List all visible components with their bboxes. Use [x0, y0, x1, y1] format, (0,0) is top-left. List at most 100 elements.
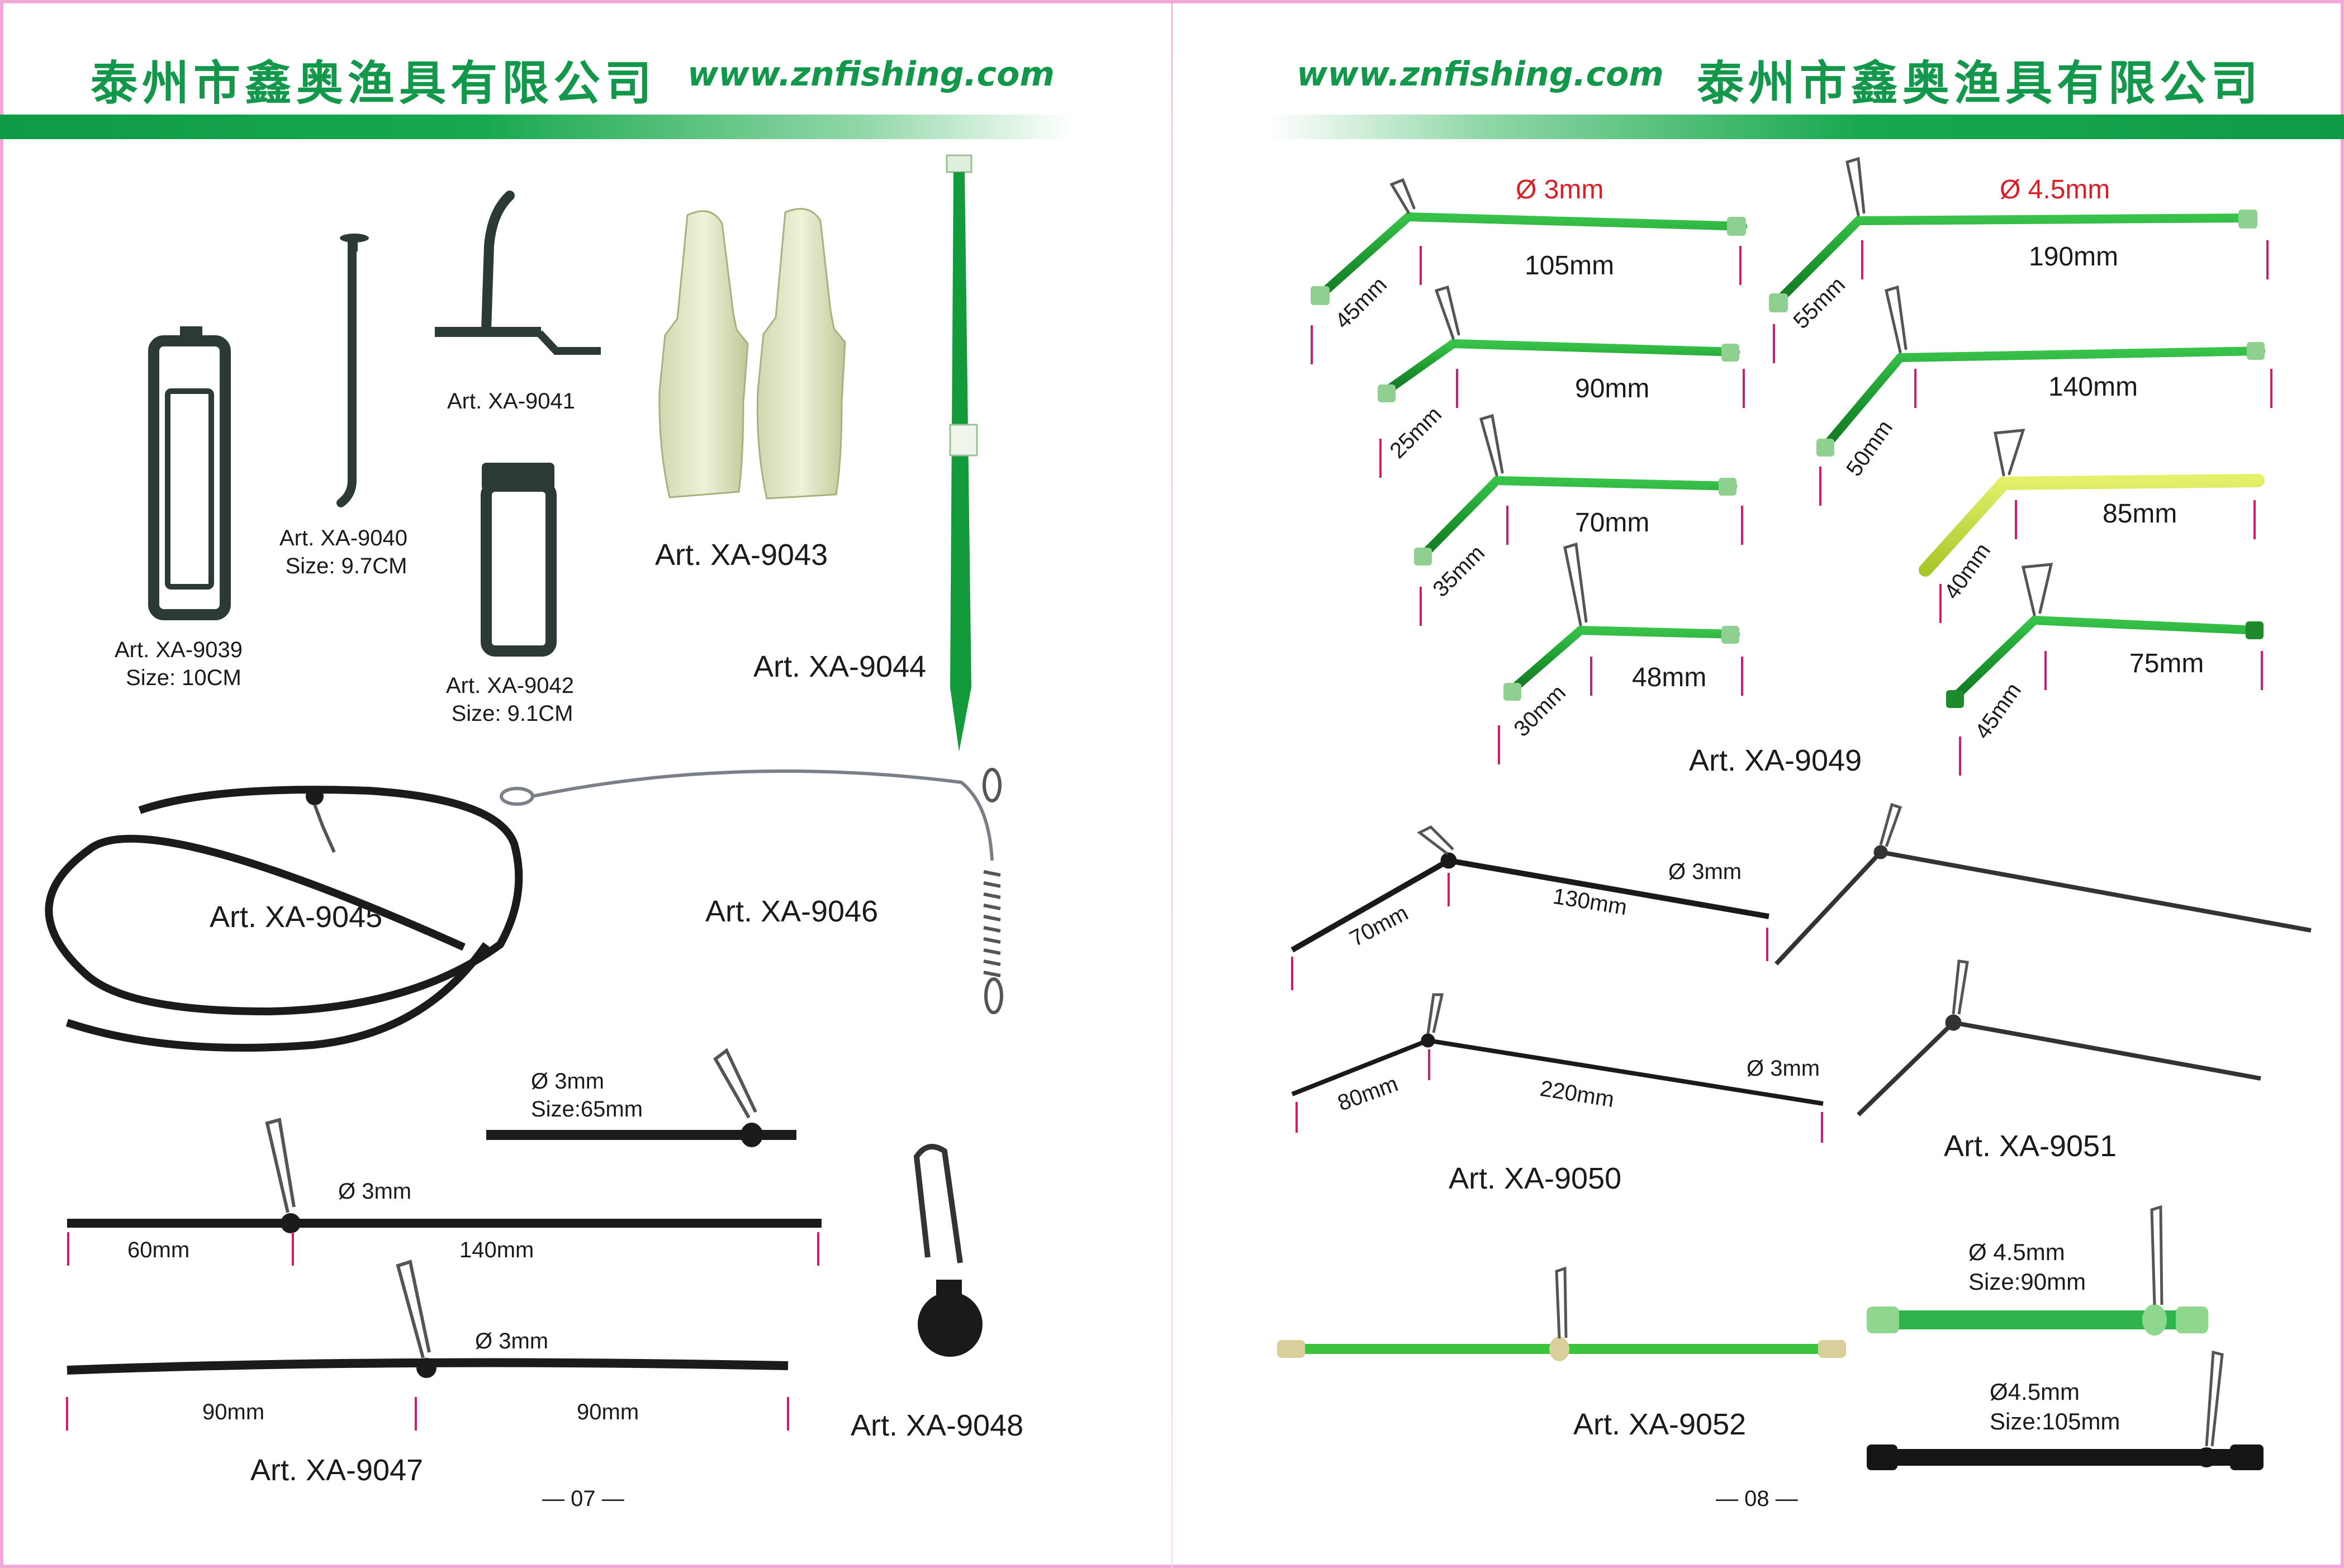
xa9044-art: Art. XA-9044 — [753, 650, 927, 683]
xa9049-right-length-4: 75mm — [2129, 649, 2204, 678]
xa9049-left-diameter: Ø 3mm — [1516, 175, 1604, 205]
xa9044-image — [946, 154, 978, 752]
page-number-right: — 08 — — [1716, 1486, 1798, 1511]
dimension-tick — [67, 1232, 69, 1266]
xa9049-right-length-3: 85mm — [2103, 499, 2177, 529]
xa9040-label: Art. XA-9040 Size: 9.7CM — [279, 524, 407, 580]
dimension-tick — [1766, 928, 1768, 961]
xa9042-art: Art. XA-9042 — [446, 673, 575, 698]
xa9047-small-diameter: Ø 3mm — [531, 1069, 605, 1094]
dimension-tick — [1420, 246, 1422, 285]
dimension-tick — [1741, 657, 1743, 696]
xa9052-black-label: Ø4.5mm Size:105mm — [1990, 1377, 2120, 1436]
dimension-tick — [1448, 873, 1450, 906]
xa9049-art: Art. XA-9049 — [1689, 744, 1862, 777]
xa9039-label: Art. XA-9039 Size: 10CM — [115, 636, 243, 692]
xa9052-green-label: Ø 4.5mm Size:90mm — [1968, 1238, 2086, 1296]
xa9041-art: Art. XA-9041 — [447, 389, 576, 414]
xa9051-art: Art. XA-9051 — [1944, 1129, 2117, 1163]
dimension-tick — [1428, 1049, 1430, 1080]
xa9052-black-diameter: Ø4.5mm — [1990, 1379, 2080, 1405]
xa9047-row2-left: 90mm — [202, 1400, 265, 1424]
xa9049-left-length-2: 90mm — [1575, 374, 1650, 403]
dimension-tick — [1743, 369, 1745, 408]
website-right[interactable]: www.znfishing.com — [1297, 55, 1664, 94]
xa9047-row1-left: 60mm — [127, 1238, 190, 1262]
xa9041-image — [435, 191, 601, 355]
dimension-tick — [1379, 439, 1382, 478]
xa9042-image — [481, 463, 557, 657]
xa9049-left-length-3: 70mm — [1575, 508, 1650, 538]
xa9045-image — [45, 786, 523, 1052]
xa9048-art: Art. XA-9048 — [851, 1409, 1024, 1442]
xa9050-item2-diameter: Ø 3mm — [1747, 1056, 1820, 1081]
dimension-tick — [1861, 240, 1863, 279]
page-border-left — [0, 0, 3, 1568]
dimension-tick — [1959, 737, 1961, 776]
dimension-tick — [66, 1397, 68, 1431]
xa9047-row2-right: 90mm — [577, 1400, 639, 1424]
xa9039-image — [148, 326, 231, 620]
dimension-tick — [2015, 500, 2017, 539]
dimension-tick — [1821, 1112, 1823, 1143]
dimension-tick — [787, 1397, 789, 1431]
dimension-tick — [1590, 657, 1592, 696]
xa9049-right-length-1: 190mm — [2029, 242, 2119, 272]
xa9047-image — [67, 1048, 822, 1378]
header-bar-left — [0, 115, 1073, 139]
xa9040-image — [336, 234, 369, 507]
xa9048-image — [913, 1144, 983, 1357]
xa9052-image — [1277, 1205, 2264, 1470]
dimension-tick — [817, 1232, 819, 1266]
dimension-tick — [2044, 651, 2047, 690]
dimension-tick — [1741, 506, 1743, 545]
xa9042-size: Size: 9.1CM — [451, 701, 573, 726]
xa9052-green-diameter: Ø 4.5mm — [1968, 1239, 2065, 1265]
xa9050-art: Art. XA-9050 — [1449, 1162, 1622, 1195]
dimension-tick — [1291, 957, 1293, 990]
dimension-tick — [1819, 467, 1821, 506]
xa9047-row1-diameter: Ø 3mm — [338, 1179, 412, 1204]
dimension-tick — [2270, 369, 2272, 408]
xa9052-black-size: Size:105mm — [1990, 1408, 2120, 1434]
xa9052-art: Art. XA-9052 — [1573, 1408, 1747, 1441]
page-border-right — [2341, 0, 2344, 1568]
xa9047-row2-diameter: Ø 3mm — [475, 1329, 549, 1353]
dimension-tick — [1498, 725, 1500, 764]
xa9046-art: Art. XA-9046 — [705, 895, 879, 928]
company-name-right: 泰州市鑫奥渔具有限公司 — [1697, 56, 2263, 111]
dimension-tick — [2266, 240, 2269, 279]
xa9049-left-length-1: 105mm — [1525, 251, 1615, 281]
dimension-tick — [292, 1232, 294, 1266]
company-name-left: 泰州市鑫奥渔具有限公司 — [91, 56, 657, 111]
dimension-tick — [2261, 651, 2263, 690]
dimension-tick — [1311, 325, 1313, 364]
xa9052-green-size: Size:90mm — [1968, 1268, 2086, 1295]
page-number-left: — 07 — — [542, 1486, 624, 1511]
xa9046-image — [500, 768, 1003, 1014]
xa9042-label: Art. XA-9042 Size: 9.1CM — [446, 672, 574, 728]
dimension-tick — [2253, 500, 2256, 539]
xa9049-left-length-4: 48mm — [1632, 663, 1707, 692]
website-left[interactable]: www.znfishing.com — [687, 55, 1055, 94]
center-fold — [1171, 0, 1173, 1568]
dimension-tick — [1739, 246, 1742, 285]
xa9047-small-size: Size:65mm — [531, 1097, 643, 1122]
dimension-tick — [415, 1397, 417, 1431]
xa9040-art: Art. XA-9040 — [279, 526, 408, 550]
xa9051-image — [1774, 802, 2312, 1116]
xa9049-right-length-2: 140mm — [2048, 372, 2138, 402]
xa9043-image — [658, 208, 846, 500]
dimension-tick — [1914, 369, 1916, 408]
xa9043-art: Art. XA-9043 — [655, 538, 828, 572]
xa9049-image — [1311, 156, 2265, 708]
dimension-tick — [1506, 506, 1508, 545]
xa9047-art: Art. XA-9047 — [250, 1453, 424, 1487]
dimension-tick — [1420, 587, 1422, 626]
xa9045-art: Art. XA-9045 — [210, 900, 383, 934]
xa9049-right-diameter: Ø 4.5mm — [2000, 175, 2110, 205]
xa9050-item1-diameter: Ø 3mm — [1668, 859, 1742, 884]
header-bar-right — [1269, 115, 2344, 139]
